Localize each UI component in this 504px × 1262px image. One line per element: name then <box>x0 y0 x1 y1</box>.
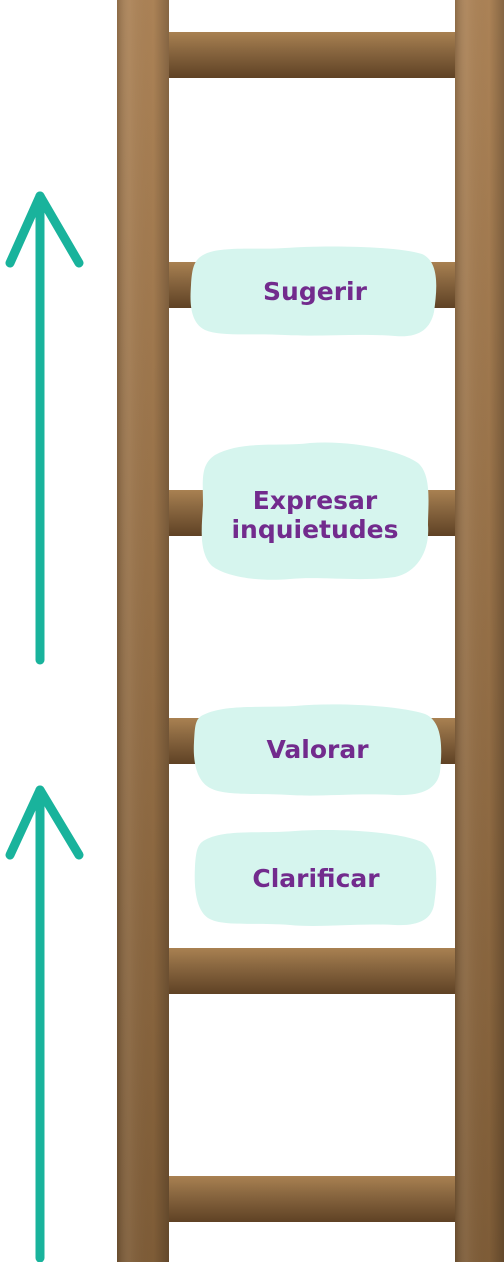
cloud-expresar <box>201 442 429 580</box>
upper-arrow-icon <box>5 191 84 665</box>
ladder-rungs <box>166 32 458 1222</box>
lower-arrow-icon <box>5 785 84 1262</box>
cloud-valorar <box>193 704 442 796</box>
step-label-line: inquietudes <box>231 515 399 544</box>
ladder-rail-left <box>117 0 169 1262</box>
step-label-sugerir: Sugerir <box>263 276 367 306</box>
rung <box>166 1176 458 1222</box>
step-label-line: Expresar <box>252 486 378 516</box>
step-label-valorar: Valorar <box>266 734 369 764</box>
ladder-rail-right <box>455 0 504 1262</box>
rung <box>166 948 458 994</box>
step-label-expresar-inquietudes: Expresar inquietudes <box>200 466 430 566</box>
rung <box>166 32 458 78</box>
cloud-clarificar <box>194 830 437 926</box>
ladder <box>117 0 504 1262</box>
step-label-clarificar: Clarificar <box>252 863 380 893</box>
cloud-sugerir <box>190 246 437 337</box>
